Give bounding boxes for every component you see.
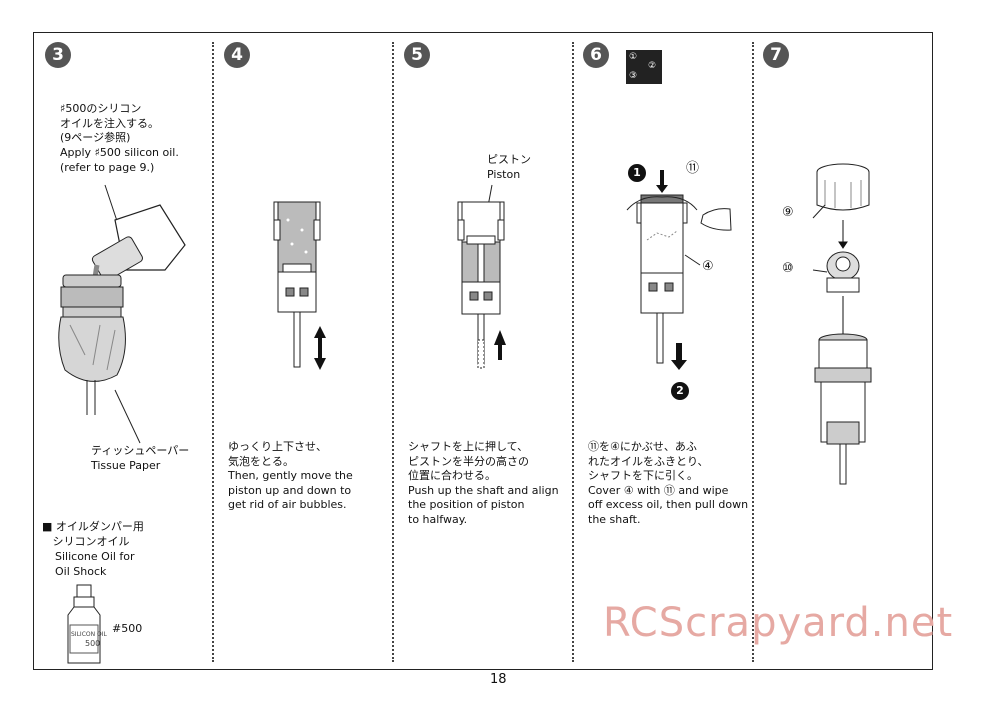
seq-1: ① xyxy=(629,52,638,62)
part-10-label: ⑩ xyxy=(782,261,794,276)
step-number-7: 7 xyxy=(763,42,789,68)
oil-pouring-illustration xyxy=(58,184,186,444)
tissue-label-en: Tissue Paper xyxy=(91,459,161,472)
part-11-label: ⑪ xyxy=(686,161,700,176)
oil-title-en: Silicone Oil for Oil Shock xyxy=(55,550,135,578)
watermark: RCScrapyard.net xyxy=(603,600,954,646)
oil-grade: #500 xyxy=(112,622,143,635)
step-number-4: 4 xyxy=(224,42,250,68)
shock-assembly-illustration xyxy=(812,163,872,485)
step-number-5: 5 xyxy=(404,42,430,68)
shock-piston-halfway-illustration xyxy=(457,184,506,369)
step3-instruction-jp: ♯500のシリコン オイルを注入する。 (9ページ参照) xyxy=(60,102,159,144)
piston-label-jp: ピストン xyxy=(487,153,531,166)
oil-title-jp: ■ オイルダンパー用 シリコンオイル xyxy=(42,520,144,548)
bottle-num: 500 xyxy=(85,639,101,648)
part-4-label: ④ xyxy=(702,259,714,274)
marker-1: 1 xyxy=(628,164,646,182)
column-divider xyxy=(572,42,574,662)
tissue-label-jp: ティッシュペーパー xyxy=(91,444,190,457)
shock-cover-wipe-illustration xyxy=(626,170,732,370)
column-divider xyxy=(392,42,394,662)
column-divider xyxy=(752,42,754,662)
silicone-oil-bottle xyxy=(67,584,101,664)
step-number-3: 3 xyxy=(45,42,71,68)
step3-instruction-en: Apply ♯500 silicon oil. (refer to page 9… xyxy=(60,146,179,174)
part-9-label: ⑨ xyxy=(782,205,794,220)
bottle-text: SILICON OIL xyxy=(71,631,107,638)
piston-label-en: Piston xyxy=(487,168,521,181)
sequence-icon: ① ② ③ xyxy=(626,50,662,84)
step4-text: ゆっくり上下させ、 気泡をとる。 Then, gently move the p… xyxy=(228,440,353,511)
step6-text: ⑪を④にかぶせ、あふ れたオイルをふきとり、 シャフトを下に引く。 Cover … xyxy=(588,440,749,526)
step5-text: シャフトを上に押して、 ピストンを半分の高さの 位置に合わせる。 Push up… xyxy=(408,440,559,526)
shock-body-illustration xyxy=(273,201,326,370)
marker-2: 2 xyxy=(671,382,689,400)
page-frame xyxy=(33,32,933,670)
seq-2: ② xyxy=(648,61,657,71)
seq-3: ③ xyxy=(629,71,638,81)
step-number-6: 6 xyxy=(583,42,609,68)
page-number: 18 xyxy=(490,672,507,687)
column-divider xyxy=(212,42,214,662)
